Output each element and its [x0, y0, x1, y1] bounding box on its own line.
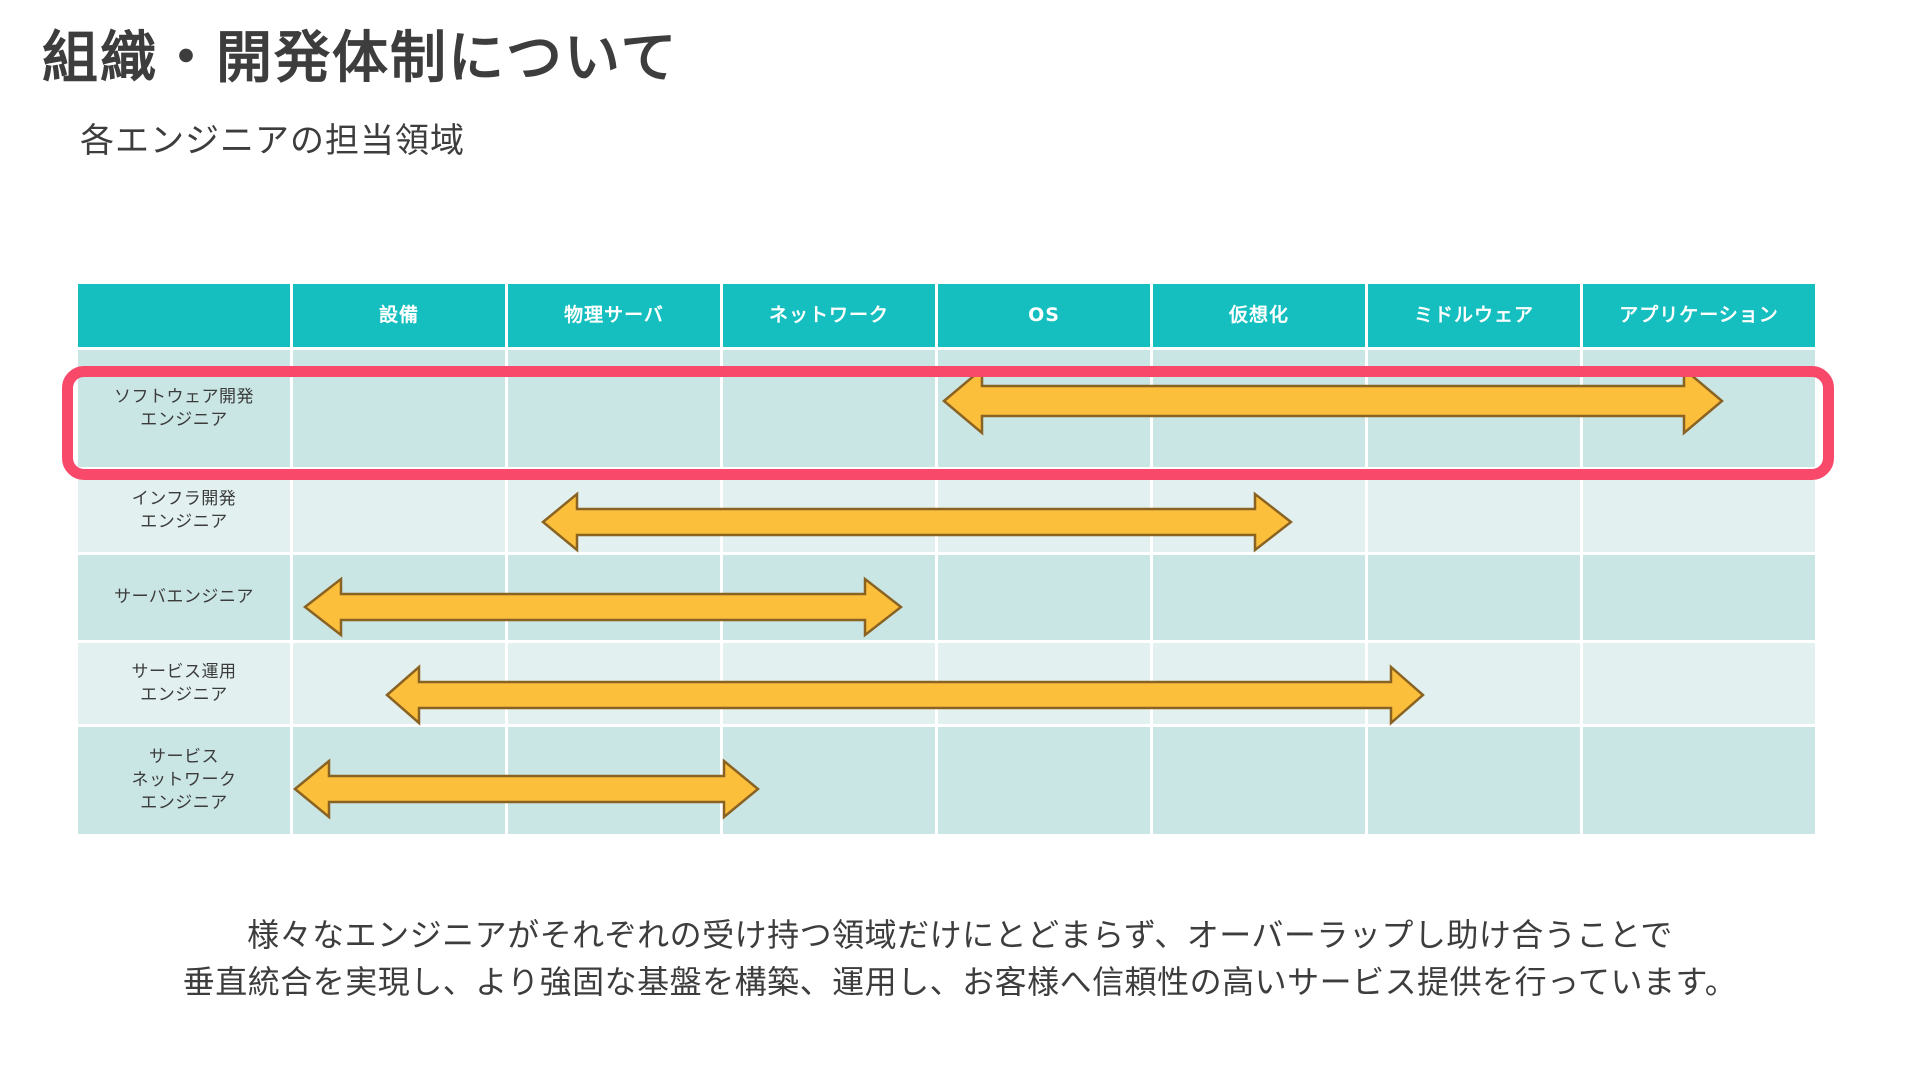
cell-r2-virtualization: [1153, 470, 1368, 555]
cell-r3-application: [1583, 555, 1815, 643]
footer-line-1: 様々なエンジニアがそれぞれの受け持つ領域だけにとどまらず、オーバーラップし助け合…: [247, 916, 1673, 954]
footer-line-2: 垂直統合を実現し、より強固な基盤を構築、運用し、お客様へ信頼性の高いサービス提供…: [182, 963, 1738, 1002]
cell-r2-physical-server: [508, 470, 723, 555]
cell-r5-physical-server: [508, 727, 723, 837]
cell-r2-middleware: [1368, 470, 1583, 555]
row-label-server-engineer: サーバエンジニア: [78, 555, 293, 643]
cell-r4-os: [938, 643, 1153, 727]
row-label-line1: サーバエンジニア: [114, 587, 254, 608]
table-header-row: 設備 物理サーバ ネットワーク OS 仮想化 ミドルウェア アプリケーション: [78, 284, 1815, 350]
row-label-infra-engineer: インフラ開発 エンジニア: [78, 470, 293, 555]
cell-r4-application: [1583, 643, 1815, 727]
header-cell-middleware: ミドルウェア: [1368, 284, 1583, 350]
header-cell-physical-server: 物理サーバ: [508, 284, 723, 350]
header-corner-cell: [78, 284, 293, 350]
cell-r3-os: [938, 555, 1153, 643]
row-label-line1: ソフトウェア開発: [114, 386, 254, 407]
cell-r4-equipment: [293, 643, 508, 727]
row-label-line2: エンジニア: [140, 409, 228, 430]
cell-r2-network: [723, 470, 938, 555]
header-cell-application: アプリケーション: [1583, 284, 1815, 350]
table-row: サービス運用 エンジニア: [78, 643, 1815, 727]
table-row: サービス ネットワーク エンジニア: [78, 727, 1815, 837]
row-label-line1: サービス運用: [131, 661, 237, 682]
coverage-table: 設備 物理サーバ ネットワーク OS 仮想化 ミドルウェア アプリケーション ソ…: [78, 284, 1815, 840]
cell-r3-physical-server: [508, 555, 723, 643]
cell-r5-application: [1583, 727, 1815, 837]
cell-r5-os: [938, 727, 1153, 837]
row-label-service-network-engineer: サービス ネットワーク エンジニア: [78, 727, 293, 837]
cell-r5-equipment: [293, 727, 508, 837]
footer-description: 様々なエンジニアがそれぞれの受け持つ領域だけにとどまらず、オーバーラップし助け合…: [0, 912, 1920, 1007]
table-row: サーバエンジニア: [78, 555, 1815, 643]
page-title: 組織・開発体制について: [42, 26, 679, 91]
row-label-line2: エンジニア: [140, 684, 228, 705]
row-label-line1: インフラ開発: [131, 489, 237, 510]
cell-r5-network: [723, 727, 938, 837]
header-cell-equipment: 設備: [293, 284, 508, 350]
cell-r2-os: [938, 470, 1153, 555]
row-label-line2: エンジニア: [140, 512, 228, 532]
cell-r3-virtualization: [1153, 555, 1368, 643]
row-label-service-operation-engineer: サービス運用 エンジニア: [78, 643, 293, 727]
header-cell-network: ネットワーク: [723, 284, 938, 350]
cell-r3-equipment: [293, 555, 508, 643]
header-cell-virtualization: 仮想化: [1153, 284, 1368, 350]
cell-r3-network: [723, 555, 938, 643]
page-subtitle: 各エンジニアの担当領域: [80, 121, 465, 161]
highlight-outline-software-engineer-row: [62, 366, 1834, 480]
cell-r5-middleware: [1368, 727, 1583, 837]
row-label-line1: サービス: [149, 747, 219, 768]
cell-r4-middleware: [1368, 643, 1583, 727]
row-label-line3: エンジニア: [140, 792, 228, 813]
cell-r4-virtualization: [1153, 643, 1368, 727]
cell-r2-application: [1583, 470, 1815, 555]
table-row: インフラ開発 エンジニア: [78, 470, 1815, 555]
cell-r5-virtualization: [1153, 727, 1368, 837]
cell-r4-network: [723, 643, 938, 727]
cell-r3-middleware: [1368, 555, 1583, 643]
row-label-line2: ネットワーク: [131, 770, 237, 791]
header-cell-os: OS: [938, 284, 1153, 350]
cell-r2-equipment: [293, 470, 508, 555]
cell-r4-physical-server: [508, 643, 723, 727]
